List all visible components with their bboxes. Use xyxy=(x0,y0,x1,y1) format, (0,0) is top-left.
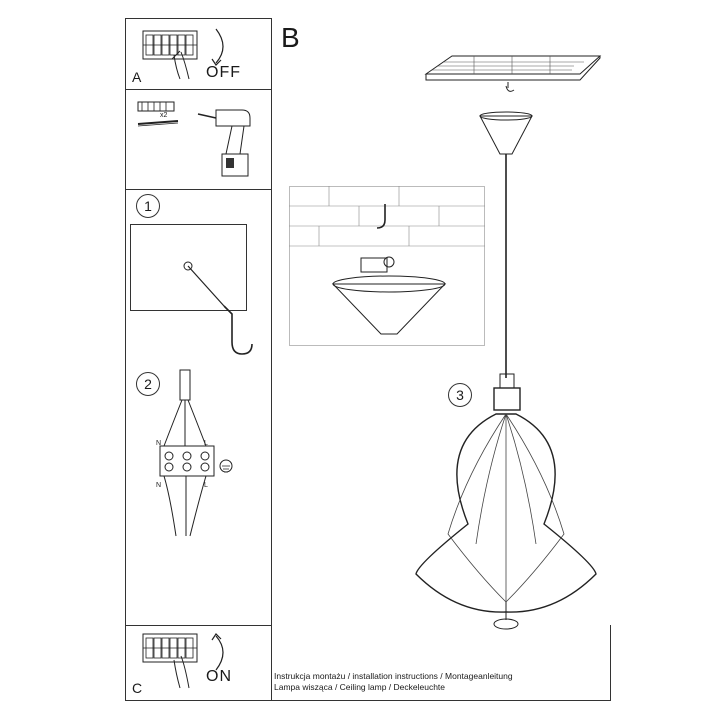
step-2-marker: 2 xyxy=(136,372,160,396)
drill-icon xyxy=(197,109,251,177)
panel-tools: x2 xyxy=(125,89,272,190)
panel-c-letter: C xyxy=(132,680,143,696)
ceiling-plate-illustration xyxy=(424,55,602,92)
detail-hook-canopy-illustration xyxy=(289,186,485,335)
panel-c: C ON xyxy=(125,625,272,701)
panel-a-letter: A xyxy=(132,69,142,85)
wire-n-bottom: N xyxy=(156,482,162,489)
wire-l-bottom: L xyxy=(204,482,208,489)
fuse-box-on-illustration xyxy=(142,633,224,689)
step-3-marker: 3 xyxy=(448,383,472,407)
step-1-ceiling-view xyxy=(130,224,247,311)
panel-b-letter: B xyxy=(281,22,300,53)
footer-title: Instrukcja montażu / installation instru… xyxy=(274,671,513,681)
fuse-box-off-illustration xyxy=(142,28,224,80)
off-label: OFF xyxy=(206,64,241,81)
wall-plugs-icon xyxy=(137,101,179,127)
on-label: ON xyxy=(206,668,232,685)
pendant-lamp-shade xyxy=(415,373,597,630)
wire-n-top: N xyxy=(156,440,162,447)
panel-a: A OFF xyxy=(125,18,272,90)
footer-subtitle: Lampa wisząca / Ceiling lamp / Deckeleuc… xyxy=(274,682,446,692)
step-1-marker: 1 xyxy=(136,194,160,218)
ceiling-hook-icon xyxy=(183,261,253,355)
terminal-block-wiring-diagram xyxy=(159,369,233,537)
anchor-quantity: x2 xyxy=(160,112,168,119)
wire-l-top: L xyxy=(204,440,208,447)
canopy-and-cord xyxy=(479,111,533,378)
